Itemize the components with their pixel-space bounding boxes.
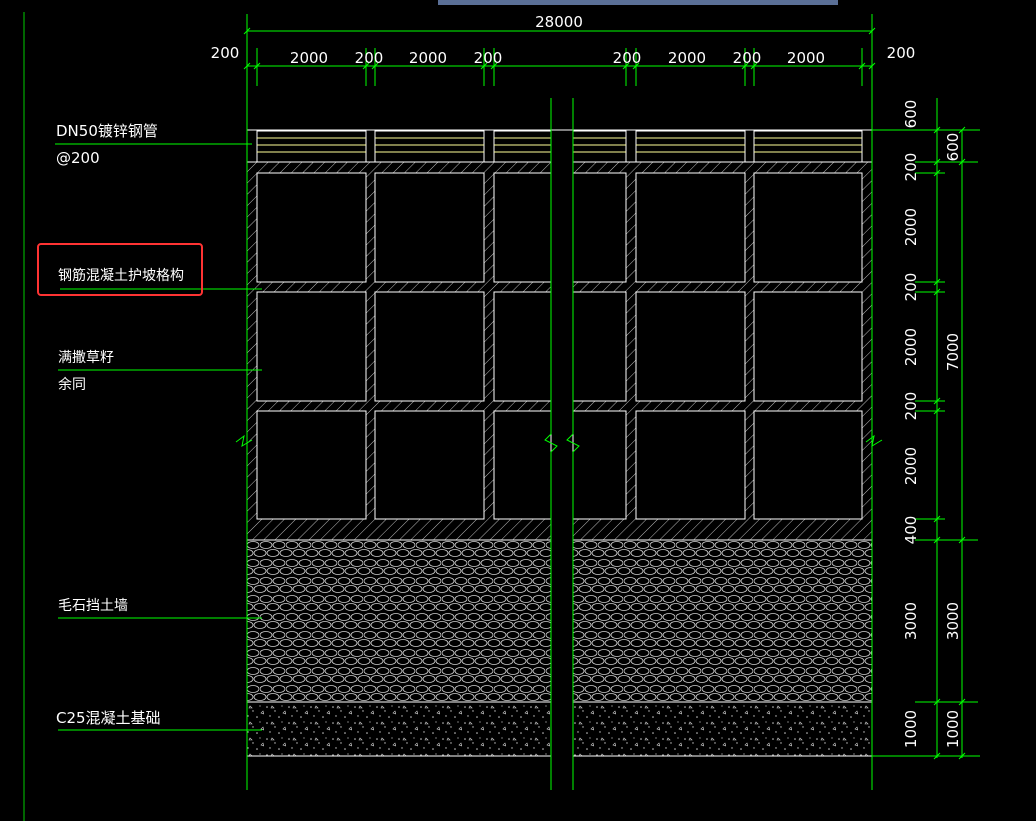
frame-cell [493,172,552,283]
frame-label: 钢筋混凝土护坡格构 [58,267,184,284]
right-inner-dim-text: 200 [902,273,920,302]
right-outer-dim-text: 7000 [944,333,962,371]
grass-label-line2: 余同 [58,376,86,393]
column-dim-text: 200 [474,49,503,67]
frame-cell [256,291,367,402]
pipe-band-cell [635,130,746,163]
column-dim-text: 2000 [668,49,706,67]
right-outer-dim-text: 3000 [944,602,962,640]
highlight-box [37,243,203,296]
column-dim-text: 2000 [290,49,328,67]
column-dim-text: 200 [613,49,642,67]
break-lines [235,98,883,790]
break-line-center-left [544,98,558,790]
right-inner-dim-texts: 600 200 2000 200 2000 200 2000 400 3000 1000 [902,100,920,748]
foundation-right [572,701,873,757]
frame-cell [753,172,863,283]
dimension-texts: 28000 200 200 [211,13,916,62]
frame-cell [635,172,746,283]
pipe-band-cell [493,130,552,163]
overall-width-dim: 28000 [535,13,583,31]
frame-cell [493,291,552,402]
rubble-wall-right [572,539,873,703]
rubble-wall-left [246,539,552,703]
concrete-foundation [246,701,873,757]
right-inner-dim-text: 2000 [902,447,920,485]
right-inner-dim-text: 3000 [902,602,920,640]
column-dim-text: 200 [733,49,762,67]
right-outer-dim-text: 1000 [944,710,962,748]
pipe-band-cell [374,130,485,163]
leader-lines [55,143,262,731]
frame-cell [374,410,485,520]
right-inner-dim-text: 2000 [902,208,920,246]
column-dim-text: 200 [355,49,384,67]
frame-cell [753,291,863,402]
pipe-band-cell [753,130,863,163]
frame-cell [493,410,552,520]
frame-cell [572,291,627,402]
right-outer-dim-text: 600 [944,133,962,162]
foundation-left [246,701,552,757]
edge-right-dim: 200 [887,44,916,62]
break-line-center-right [566,98,580,790]
right-inner-dim-text: 200 [902,392,920,421]
pipe-label-line1: DN50镀锌钢管 [56,122,158,140]
pipe-band-cell [256,130,367,163]
frame-cell [256,410,367,520]
frame-cell [374,291,485,402]
right-outer-dim-texts: 600 7000 3000 1000 [944,133,962,748]
column-dim-text: 2000 [787,49,825,67]
pipe-label-line2: @200 [56,149,100,167]
wall-label: 毛石挡土墙 [58,598,128,614]
pipe-band-cell [572,130,627,163]
frame-cell [635,291,746,402]
right-inner-dim-text: 1000 [902,710,920,748]
frame-grid-cells [256,172,863,520]
edge-left-dim: 200 [211,44,240,62]
break-mark-right [865,434,883,448]
dimension-ticks [243,27,978,760]
top-toolbar-strip [438,0,838,5]
dim-tick [243,27,251,35]
rubble-wall [246,539,873,703]
right-inner-dim-text: 2000 [902,328,920,366]
pipe-band [247,129,872,163]
right-inner-dim-text: 400 [902,516,920,545]
dimension-lines [246,14,980,790]
frame-cell [374,172,485,283]
annotation-labels: DN50镀锌钢管 @200 钢筋混凝土护坡格构 满撒草籽 余同 毛石挡土墙 C2… [56,122,184,727]
frame-cell [572,410,627,520]
frame-cell [635,410,746,520]
frame-cell [572,172,627,283]
right-inner-dim-text: 200 [902,153,920,182]
column-dim-texts: 2000 200 2000 200 200 2000 200 2000 [290,49,825,67]
frame-cell [753,410,863,520]
foundation-label: C25混凝土基础 [56,709,161,727]
column-dim-text: 2000 [409,49,447,67]
grass-label-line1: 满撒草籽 [58,350,114,366]
right-inner-dim-text: 600 [902,100,920,129]
dim-tick [868,27,876,35]
frame-cell [256,172,367,283]
